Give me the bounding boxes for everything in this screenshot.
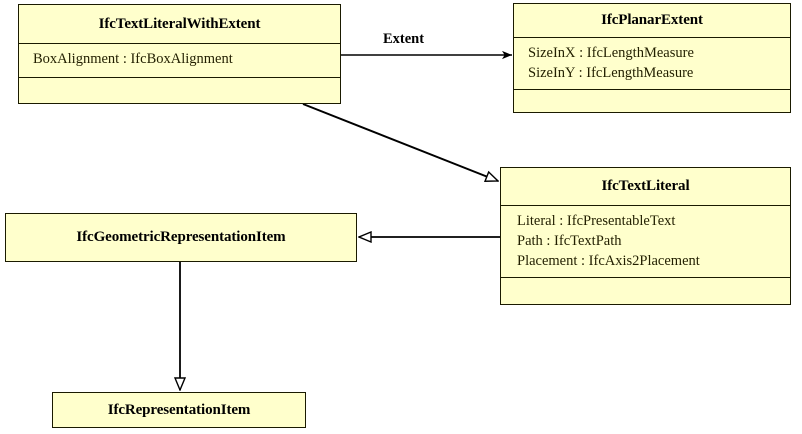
attribute-row: SizeInX : IfcLengthMeasure [528, 45, 694, 61]
edge-twe-to-textliteral-generalization [302, 103, 498, 181]
class-title-ifctextliteral: IfcTextLiteral [601, 178, 690, 194]
class-title-ifcplanarextent: IfcPlanarExtent [601, 12, 703, 28]
attribute-row: BoxAlignment : IfcBoxAlignment [33, 51, 233, 67]
attribute-row: SizeInY : IfcLengthMeasure [528, 65, 694, 81]
attribute-row: Path : IfcTextPath [517, 233, 622, 249]
class-box-ifcrepresentationitem[interactable]: IfcRepresentationItem [52, 392, 306, 428]
class-title-ifcgeometricrepresentationitem: IfcGeometricRepresentationItem [76, 229, 286, 245]
class-box-ifctextliteralwithextent[interactable]: IfcTextLiteralWithExtent BoxAlignment : … [18, 4, 341, 104]
class-operations-ifctextliteralwithextent [19, 77, 340, 103]
class-attributes-ifcplanarextent: SizeInX : IfcLengthMeasure SizeInY : Ifc… [514, 37, 790, 89]
attribute-row: Literal : IfcPresentableText [517, 213, 676, 229]
class-attributes-ifctextliteralwithextent: BoxAlignment : IfcBoxAlignment [19, 43, 340, 77]
class-operations-ifcplanarextent [514, 89, 790, 112]
class-title-ifcrepresentationitem: IfcRepresentationItem [107, 401, 251, 418]
class-attributes-ifctextliteral: Literal : IfcPresentableText Path : IfcT… [501, 205, 790, 277]
attribute-row: Placement : IfcAxis2Placement [517, 253, 700, 269]
class-operations-ifctextliteral [501, 277, 790, 304]
class-title-ifctextliteralwithextent: IfcTextLiteralWithExtent [98, 15, 261, 32]
edge-label-extent: Extent [383, 31, 425, 47]
class-box-ifcgeometricrepresentationitem[interactable]: IfcGeometricRepresentationItem [5, 213, 357, 262]
class-box-ifcplanarextent[interactable]: IfcPlanarExtent SizeInX : IfcLengthMeasu… [513, 3, 791, 113]
class-box-ifctextliteral[interactable]: IfcTextLiteral Literal : IfcPresentableT… [500, 167, 791, 305]
